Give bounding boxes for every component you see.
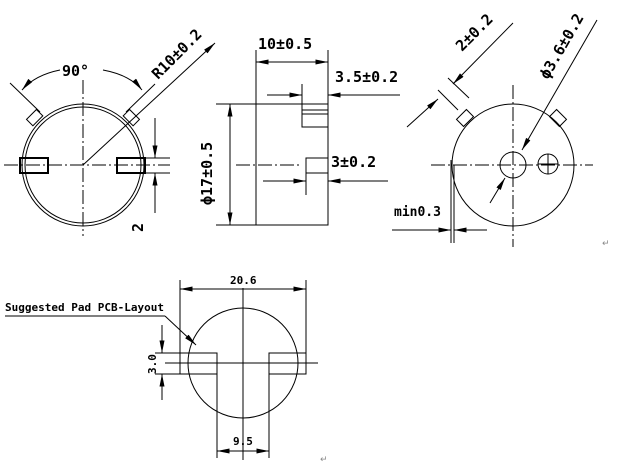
angle-ext-right	[125, 83, 156, 113]
pin-width-label: 2±0.2	[452, 10, 497, 55]
tab-right-45	[122, 108, 141, 127]
top-pin-label: 3.5±0.2	[335, 68, 398, 86]
outer-span-label: 20.6	[230, 274, 257, 287]
layout-leader	[164, 315, 197, 346]
layout-label: Suggested Pad PCB-Layout	[5, 301, 164, 314]
back-tab-right	[548, 108, 568, 128]
hole-arrow-2	[489, 177, 506, 204]
hole-arrow-1	[521, 19, 598, 151]
mid-pin	[305, 157, 329, 174]
pin-ext-1	[437, 89, 459, 111]
pin-arrow-2	[452, 22, 514, 85]
radius-label: R10±0.2	[148, 25, 205, 82]
left-tab	[19, 157, 49, 174]
pad-left	[179, 352, 218, 375]
pin-arrow-1	[406, 98, 439, 128]
hole-diameter-label: ϕ3.6±0.2	[536, 10, 588, 82]
front-view: 90° R10±0.2 2	[4, 25, 216, 236]
pcb-layout: 20.6 9.5 3.0 Suggested Pad PCB-Layout	[5, 274, 318, 460]
pin-ext-2	[447, 77, 470, 99]
angle-arrow-left	[21, 69, 61, 91]
right-tab	[116, 157, 146, 174]
back-tab-left	[455, 108, 475, 128]
mid-pin-label: 3±0.2	[331, 153, 376, 171]
diameter-label: ϕ17±0.5	[198, 142, 216, 205]
sound-hole	[499, 151, 527, 179]
pad-height-label: 3.0	[146, 354, 159, 374]
pad-right	[268, 352, 307, 375]
angle-label: 90°	[62, 62, 89, 80]
angle-ext-left	[9, 82, 41, 113]
angle-arrow-right	[102, 69, 143, 91]
top-pin	[301, 109, 329, 128]
side-view: 10±0.5 3.5±0.2 3±0.2 ϕ17±0.5	[198, 35, 400, 226]
height-label: 10±0.5	[258, 35, 312, 53]
paragraph-mark-1: ↵	[602, 239, 610, 249]
paragraph-mark-2: ↵	[320, 455, 328, 465]
min-gap-label: min0.3	[394, 205, 441, 220]
inner-span-label: 9.5	[233, 435, 253, 448]
radius-leader	[82, 42, 216, 166]
back-view: 2±0.2 ϕ3.6±0.2 min0.3	[392, 10, 598, 247]
tab-left-45	[25, 108, 44, 127]
tab-width-label: 2	[129, 223, 147, 232]
